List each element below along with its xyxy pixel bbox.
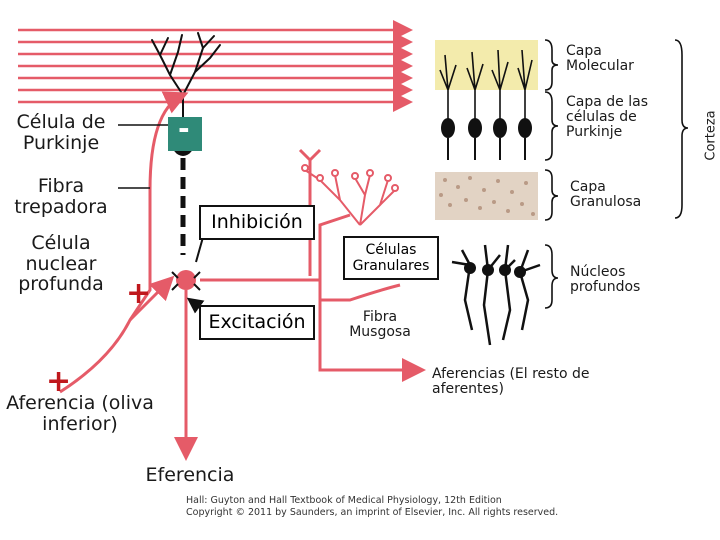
afferent-olive-label: Aferencia (oliva inferior): [6, 392, 154, 435]
inhibitory-synapse-box: [168, 117, 202, 151]
efferent-label: Eferencia: [145, 464, 235, 486]
deep-nuclear-cell-label: Célula nuclear profunda: [18, 232, 104, 296]
molecular-layer-bg: [435, 40, 538, 90]
plus-sign-nuclear: +: [126, 276, 152, 311]
purkinje-layer-label: Capa de las células de Purkinje: [566, 94, 648, 141]
granular-layer-label: Capa Granulosa: [570, 179, 642, 211]
granule-cell-tree: [301, 164, 399, 226]
credit-text: Hall: Guyton and Hall Textbook of Medica…: [186, 495, 558, 519]
climbing-fiber-label: Fibra trepadora: [14, 175, 108, 218]
climbing-fiber: [59, 91, 189, 394]
layer-brackets: [544, 39, 689, 309]
deep-nuclear-cell: [171, 270, 201, 461]
deep-nuclei-neurons: [451, 244, 541, 346]
plus-sign-afferent: +: [46, 364, 72, 399]
purkinje-layer-somata: [441, 118, 532, 138]
credit-line-2: Copyright © 2011 by Saunders, an imprint…: [186, 506, 559, 518]
purkinje-dendrites: [151, 32, 221, 126]
cortex-label: Corteza: [703, 110, 719, 161]
minus-sign: -: [178, 112, 190, 145]
molecular-layer-purkinje-dendrites: [439, 49, 533, 120]
inhibition-box: Inhibición: [199, 205, 315, 240]
mossy-fiber: [200, 148, 426, 382]
purkinje-cell: [168, 117, 202, 255]
parallel-fibers: [18, 20, 413, 112]
deep-nuclei-label: Núcleos profundos: [570, 264, 641, 296]
excitation-box: Excitación: [199, 305, 315, 340]
purkinje-cell-label: Célula de Purkinje: [16, 111, 106, 154]
granular-layer-bg: [435, 172, 538, 220]
granule-cells-box: Células Granulares: [343, 236, 439, 281]
mossy-fiber-label: Fibra Musgosa: [349, 309, 411, 341]
other-afferents-label: Aferencias (El resto de aferentes): [432, 366, 590, 398]
credit-line-1: Hall: Guyton and Hall Textbook of Medica…: [186, 495, 502, 506]
leader-lines: [118, 124, 168, 189]
molecular-layer-label: Capa Molecular: [566, 43, 634, 75]
